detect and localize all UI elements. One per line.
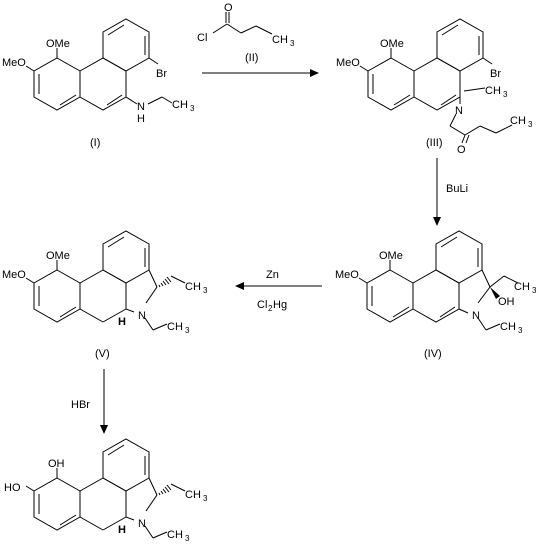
V-n-label: N xyxy=(138,310,146,322)
VI-ho-label: HO xyxy=(4,482,21,494)
compound-IV-wedge xyxy=(490,287,500,299)
III-ch-a-subscript: 3 xyxy=(503,90,508,99)
VI-n-label: N xyxy=(138,518,146,530)
compound-VI-structure xyxy=(25,438,186,539)
IV-ome-label: OMe xyxy=(379,250,403,262)
III-caption: (III) xyxy=(426,137,443,149)
III-o-label: O xyxy=(457,144,466,156)
II-o-label: O xyxy=(224,2,233,14)
reagent-cl: Cl xyxy=(257,299,267,311)
compound-IV-structure xyxy=(358,230,519,331)
VI-ch-a-label: CH xyxy=(185,489,201,501)
VI-h-label: H xyxy=(118,524,126,536)
IV-ch-a-label: CH xyxy=(514,281,530,293)
I-br-label: Br xyxy=(156,68,167,80)
compound-II-labels: O Cl CH 3 (II) xyxy=(197,2,295,64)
reagent-cl-subscript: 2 xyxy=(268,304,273,313)
III-ch-b-subscript: 3 xyxy=(528,120,533,129)
III-br-label: Br xyxy=(490,68,501,80)
II-cl-label: Cl xyxy=(197,32,207,44)
VI-ch-a-subscript: 3 xyxy=(203,494,208,503)
compound-V-structure xyxy=(25,230,186,331)
VI-ch-b-label: CH xyxy=(167,529,183,541)
II-caption: (II) xyxy=(245,52,258,64)
V-ch-a-subscript: 3 xyxy=(203,286,208,295)
III-ch-b-label: CH xyxy=(510,115,526,127)
IV-ch-b-label: CH xyxy=(500,321,516,333)
I-n-label: N xyxy=(137,101,145,113)
reagent-hg: Hg xyxy=(273,299,287,311)
IV-ch-a-subscript: 3 xyxy=(532,286,537,295)
V-meo-label: MeO xyxy=(2,269,26,281)
compound-IV-labels: OMe MeO N OH CH 3 CH 3 (IV) xyxy=(335,250,537,360)
III-meo-label: MeO xyxy=(336,57,360,69)
compound-VI-hashed-bond xyxy=(158,484,172,496)
VI-ch-b-subscript: 3 xyxy=(185,534,190,543)
III-n-label: N xyxy=(455,105,463,117)
V-ch-b-subscript: 3 xyxy=(185,326,190,335)
I-caption: (I) xyxy=(90,137,100,149)
V-ome-label: OMe xyxy=(46,250,70,262)
I-ch-subscript: 3 xyxy=(190,104,195,113)
I-h-label: H xyxy=(137,113,145,125)
IV-oh-label: OH xyxy=(498,296,515,308)
reagent-buli: BuLi xyxy=(446,183,468,195)
reagent-labels: BuLi Zn Cl 2 Hg HBr xyxy=(71,183,468,411)
compound-III-structure xyxy=(359,18,513,144)
V-ch-b-label: CH xyxy=(167,321,183,333)
V-h-label: H xyxy=(118,316,126,328)
compound-II-structure xyxy=(212,12,273,35)
IV-meo-label: MeO xyxy=(335,269,359,281)
III-ome-label: OMe xyxy=(380,38,404,50)
reagent-zn: Zn xyxy=(266,269,279,281)
V-ch-a-label: CH xyxy=(185,281,201,293)
compound-I-labels: OMe MeO Br N H CH 3 (I) xyxy=(2,38,195,149)
compound-VI-labels: OH HO N H CH 3 CH 3 xyxy=(4,458,208,543)
V-caption: (V) xyxy=(95,348,110,360)
II-ch-subscript: 3 xyxy=(290,39,295,48)
IV-caption: (IV) xyxy=(424,348,442,360)
VI-oh-label: OH xyxy=(48,458,65,470)
I-ch-label: CH xyxy=(172,99,188,111)
IV-ch-b-subscript: 3 xyxy=(518,326,523,335)
compound-V-labels: OMe MeO N H CH 3 CH 3 (V) xyxy=(2,250,208,360)
compound-I-structure xyxy=(25,18,173,111)
compound-V-hashed-bond xyxy=(158,276,172,288)
I-meo-label: MeO xyxy=(2,57,26,69)
reagent-hbr: HBr xyxy=(71,399,90,411)
II-ch-label: CH xyxy=(272,34,288,46)
compound-III-labels: OMe MeO Br N CH 3 O CH 3 (III) xyxy=(336,38,533,156)
III-ch-a-label: CH xyxy=(485,85,501,97)
IV-n-label: N xyxy=(472,310,480,322)
I-ome-label: OMe xyxy=(46,38,70,50)
